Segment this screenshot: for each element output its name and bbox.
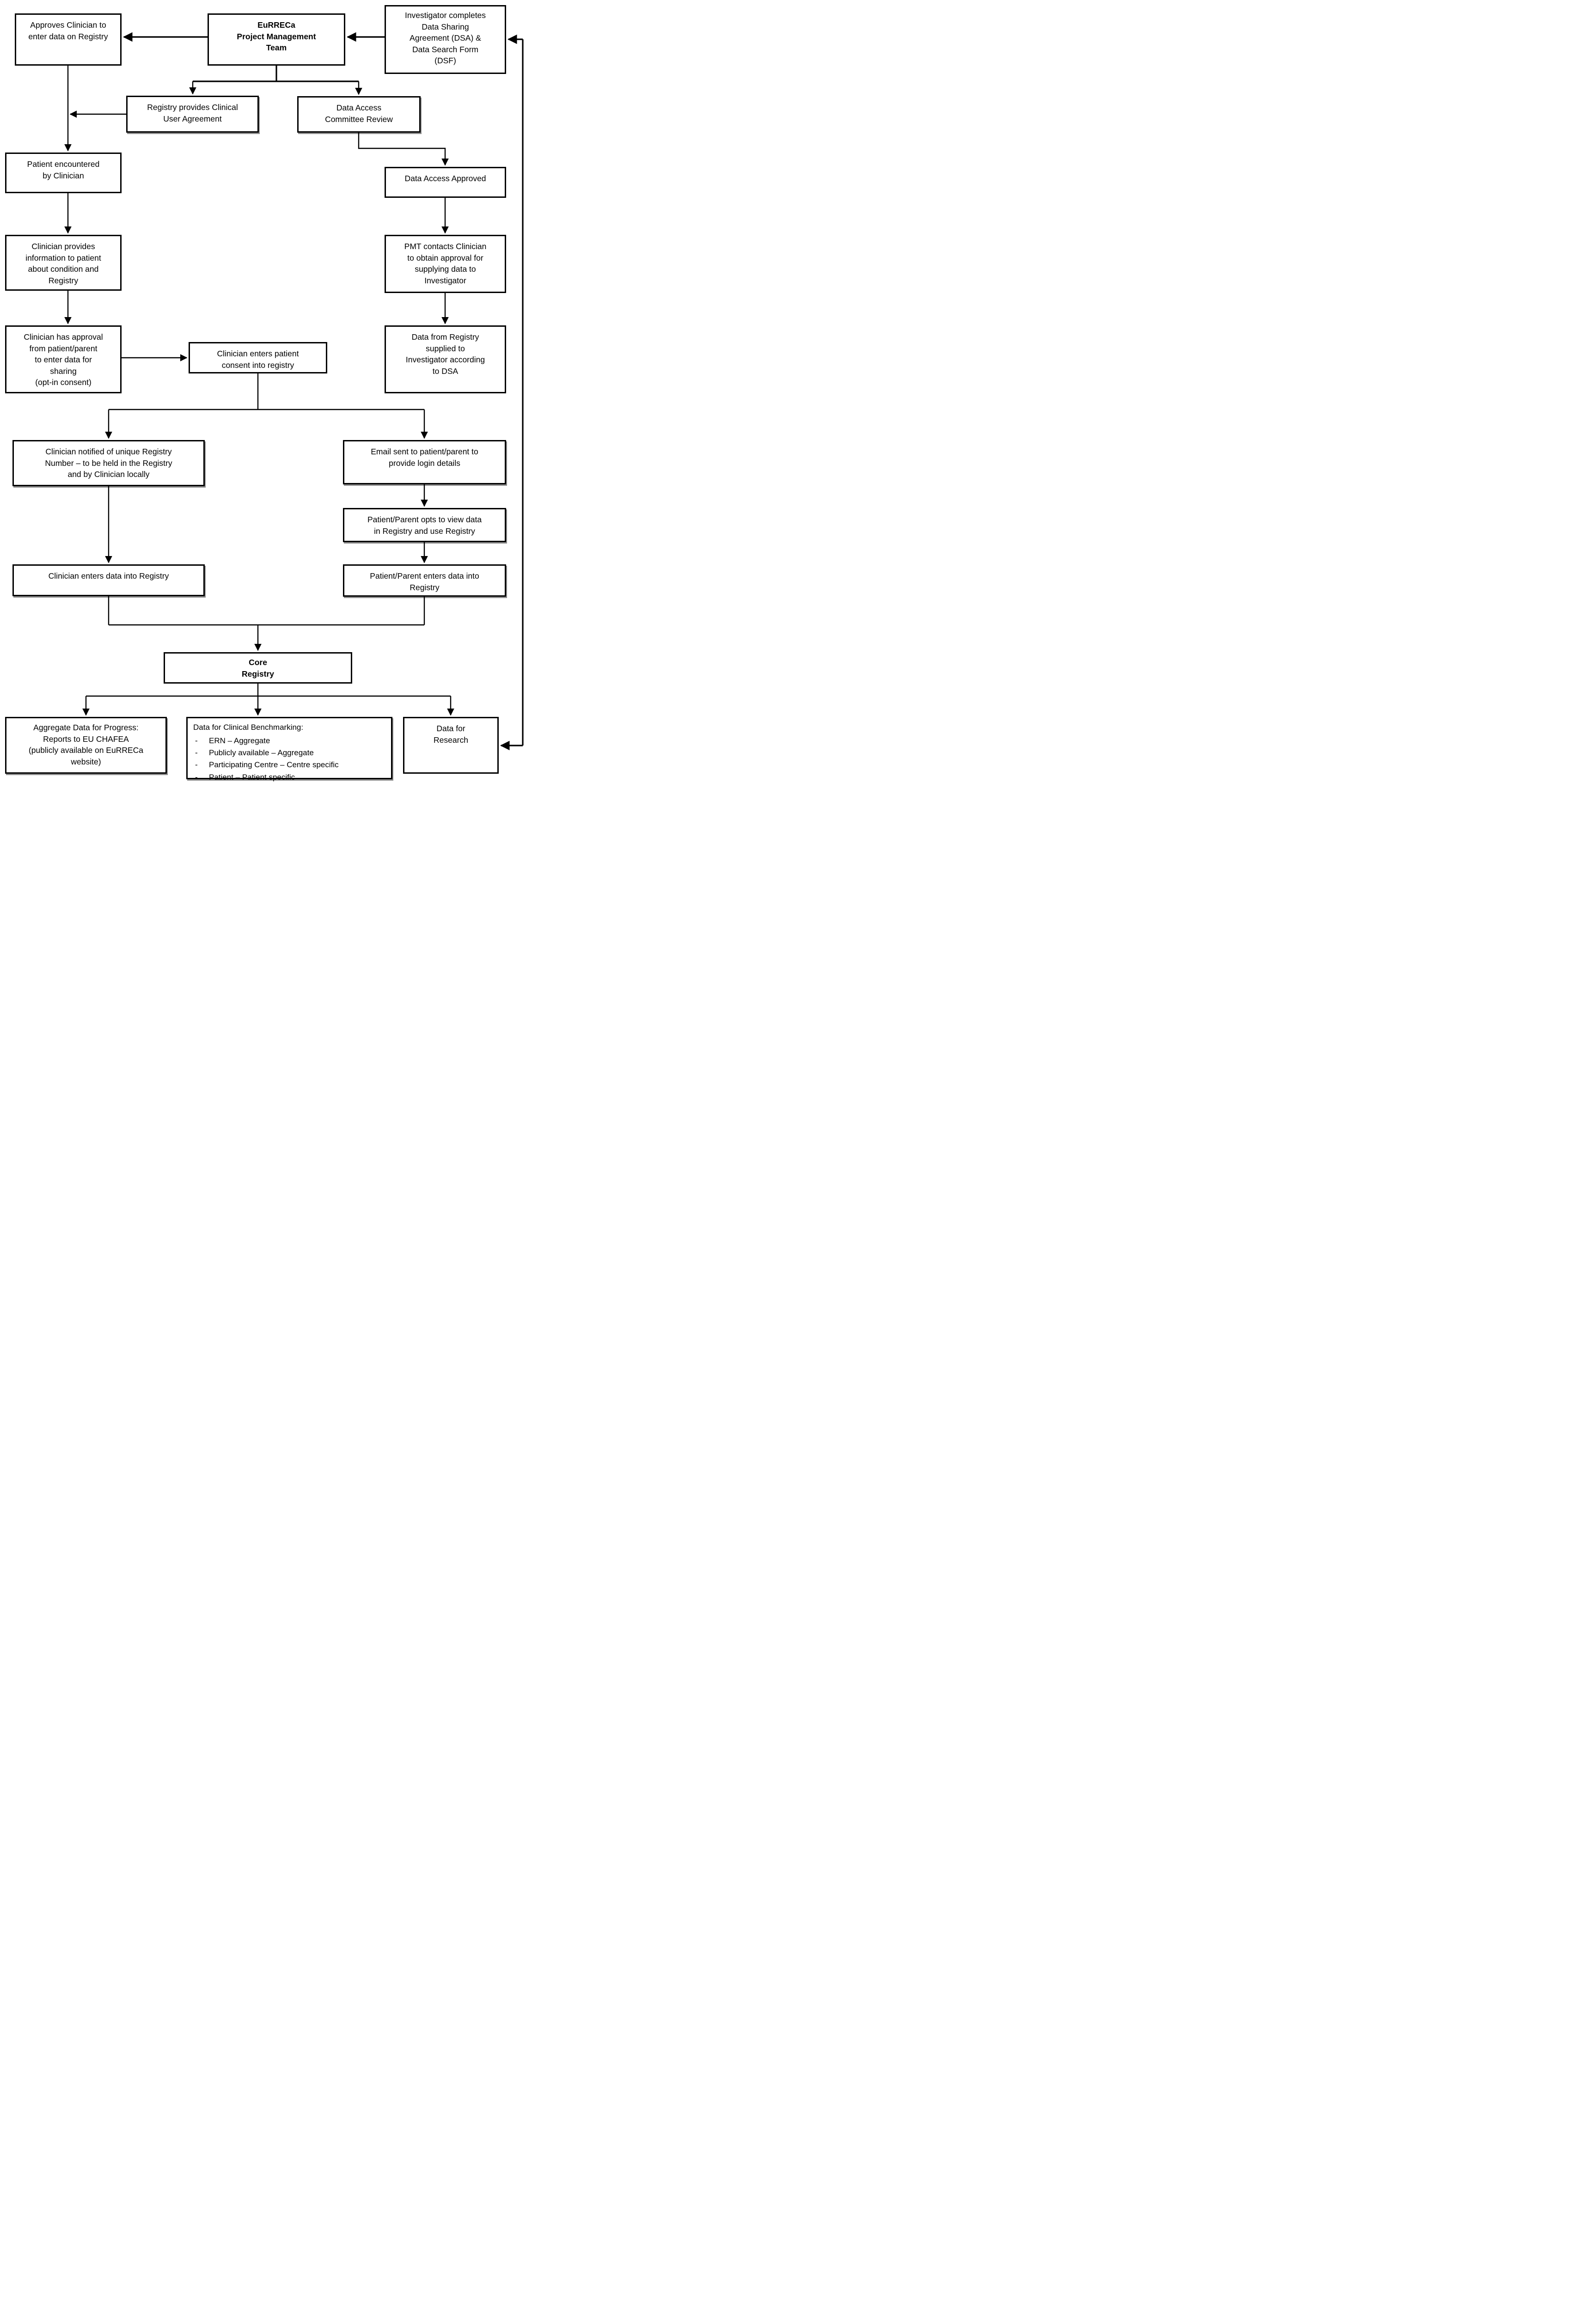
benchmarking-item-label: Publicly available – Aggregate [209,748,314,758]
benchmarking-list: - ERN – Aggregate - Publicly available –… [192,735,386,783]
node-label: Data for Research [434,724,468,745]
node-label: Email sent to patient/parent to provide … [371,447,478,468]
benchmarking-item-label: Participating Centre – Centre specific [209,760,339,770]
node-label: Clinician has approval from patient/pare… [24,332,103,387]
node-label: EuRRECa Project Management Team [237,20,316,52]
node-label: Clinician enters patient consent into re… [217,349,299,370]
node-label: Approves Clinician to enter data on Regi… [28,20,108,41]
node-label: Patient encountered by Clinician [27,159,100,180]
node-label: PMT contacts Clinician to obtain approva… [404,242,487,285]
node-label: Investigator completes Data Sharing Agre… [404,11,486,65]
node-investigator-dsa: Investigator completes Data Sharing Agre… [385,5,506,74]
node-label: Clinician notified of unique Registry Nu… [45,447,172,479]
node-consent-entered: Clinician enters patient consent into re… [189,342,327,373]
node-label: Registry provides Clinical User Agreemen… [147,103,238,123]
node-label: Patient/Parent enters data into Registry [370,571,479,592]
node-patient-opts: Patient/Parent opts to view data in Regi… [343,508,506,542]
benchmarking-item: - Patient – Patient specific [195,771,386,783]
node-dac-review: Data Access Committee Review [297,96,421,133]
node-label: Clinician enters data into Registry [48,571,169,581]
node-label: Patient/Parent opts to view data in Regi… [367,515,482,536]
node-label: Data Access Committee Review [325,103,393,124]
node-clinician-approval: Clinician has approval from patient/pare… [5,325,122,393]
node-email-login: Email sent to patient/parent to provide … [343,440,506,484]
node-label: Data Access Approved [404,174,486,183]
benchmarking-item: - ERN – Aggregate [195,735,386,747]
node-clinical-user-agreement: Registry provides Clinical User Agreemen… [126,96,259,133]
benchmarking-item-label: ERN – Aggregate [209,736,270,745]
benchmarking-heading: Data for Clinical Benchmarking: [193,723,304,732]
benchmarking-item-label: Patient – Patient specific [209,772,295,782]
node-benchmarking: Data for Clinical Benchmarking: - ERN – … [186,717,392,782]
flowchart-canvas: Approves Clinician to enter data on Regi… [0,0,532,789]
node-data-for-research: Data for Research [403,717,499,774]
bullet-dash: - [195,736,198,745]
node-label: Clinician provides information to patien… [25,242,101,285]
node-approves-clinician: Approves Clinician to enter data on Regi… [15,13,122,66]
node-aggregate-progress: Aggregate Data for Progress: Reports to … [5,717,167,774]
node-data-supplied: Data from Registry supplied to Investiga… [385,325,506,393]
node-label: Data from Registry supplied to Investiga… [405,332,485,376]
node-pmt-contacts: PMT contacts Clinician to obtain approva… [385,235,506,293]
arrow-dac-to-approved [358,133,449,166]
node-patient-encountered: Patient encountered by Clinician [5,153,122,193]
node-registry-number: Clinician notified of unique Registry Nu… [12,440,205,486]
benchmarking-item: - Publicly available – Aggregate [195,747,386,759]
bullet-dash: - [195,748,198,758]
node-clinician-informs: Clinician provides information to patien… [5,235,122,291]
bullet-dash: - [195,760,198,770]
node-patient-enters-data: Patient/Parent enters data into Registry [343,564,506,597]
node-data-access-approved: Data Access Approved [385,167,506,198]
node-clinician-enters-data: Clinician enters data into Registry [12,564,205,596]
flow-connectors [64,32,524,751]
benchmarking-item: - Participating Centre – Centre specific [195,759,386,771]
node-core-registry: Core Registry [164,652,352,684]
node-label: Core Registry [241,658,275,679]
node-label: Aggregate Data for Progress: Reports to … [28,723,144,766]
bullet-dash: - [195,772,198,782]
node-pmt: EuRRECa Project Management Team [208,13,345,66]
